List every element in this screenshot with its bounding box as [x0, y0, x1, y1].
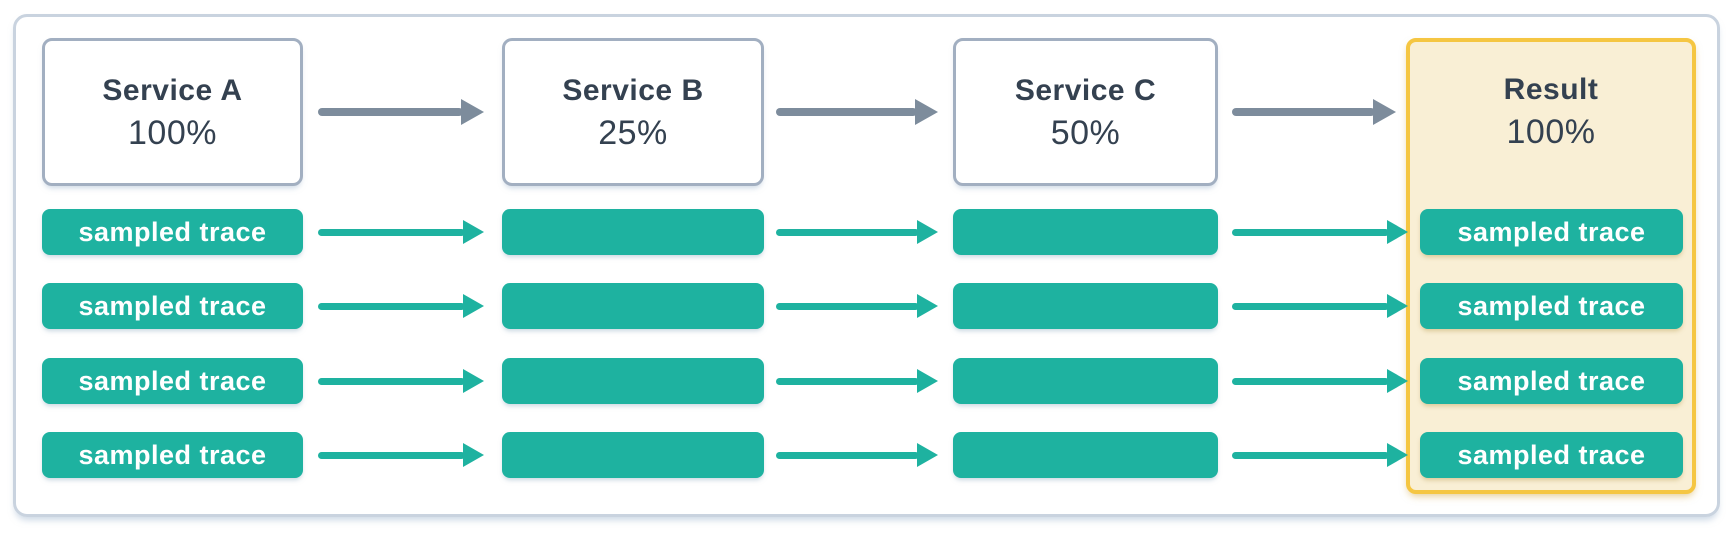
- arrow-head-icon: [463, 369, 484, 393]
- arrow-shaft: [318, 228, 465, 236]
- arrow-shaft: [318, 108, 463, 116]
- trace-bar-b-1: [502, 209, 764, 255]
- service-a-box: Service A 100%: [42, 38, 303, 186]
- trace-bar-a-4: sampled trace: [42, 432, 303, 478]
- arrow-service-c-to-result: [1232, 98, 1396, 126]
- diagram-container: [13, 14, 1720, 517]
- service-b-box: Service B 25%: [502, 38, 764, 186]
- result-box: Result 100%: [1406, 38, 1696, 494]
- trace-bar-result-3: sampled trace: [1420, 358, 1683, 404]
- trace-bar-c-3: [953, 358, 1218, 404]
- arrow-head-icon: [463, 294, 484, 318]
- service-c-box: Service C 50%: [953, 38, 1218, 186]
- arrow-head-icon: [461, 99, 484, 125]
- arrow-shaft: [776, 451, 919, 459]
- arrow-trace-3-b-to-c: [776, 368, 938, 394]
- arrow-head-icon: [917, 443, 938, 467]
- arrow-shaft: [1232, 228, 1389, 236]
- arrow-head-icon: [1387, 220, 1408, 244]
- arrow-head-icon: [1387, 443, 1408, 467]
- arrow-trace-1-a-to-b: [318, 219, 484, 245]
- arrow-head-icon: [915, 99, 938, 125]
- arrow-shaft: [776, 108, 917, 116]
- arrow-shaft: [318, 377, 465, 385]
- arrow-trace-4-c-to-result: [1232, 442, 1408, 468]
- trace-bar-a-3: sampled trace: [42, 358, 303, 404]
- arrow-trace-1-c-to-result: [1232, 219, 1408, 245]
- service-c-title: Service C: [1014, 74, 1157, 107]
- arrow-head-icon: [917, 369, 938, 393]
- trace-bar-c-2: [953, 283, 1218, 329]
- arrow-trace-3-a-to-b: [318, 368, 484, 394]
- trace-bar-b-4: [502, 432, 764, 478]
- trace-bar-c-1: [953, 209, 1218, 255]
- arrow-trace-2-a-to-b: [318, 293, 484, 319]
- arrow-shaft: [776, 228, 919, 236]
- arrow-head-icon: [917, 220, 938, 244]
- arrow-shaft: [1232, 377, 1389, 385]
- result-title: Result: [1503, 73, 1599, 106]
- trace-bar-b-2: [502, 283, 764, 329]
- service-b-title: Service B: [562, 74, 704, 107]
- arrow-head-icon: [917, 294, 938, 318]
- arrow-head-icon: [463, 443, 484, 467]
- trace-bar-result-1: sampled trace: [1420, 209, 1683, 255]
- arrow-shaft: [1232, 302, 1389, 310]
- trace-bar-b-3: [502, 358, 764, 404]
- service-b-percentage: 25%: [598, 114, 668, 152]
- arrow-trace-2-b-to-c: [776, 293, 938, 319]
- arrow-head-icon: [463, 220, 484, 244]
- arrow-service-b-to-c: [776, 98, 938, 126]
- trace-bar-result-2: sampled trace: [1420, 283, 1683, 329]
- result-percentage: 100%: [1506, 113, 1596, 151]
- arrow-service-a-to-b: [318, 98, 484, 126]
- service-c-percentage: 50%: [1050, 114, 1121, 152]
- arrow-head-icon: [1387, 294, 1408, 318]
- arrow-trace-3-c-to-result: [1232, 368, 1408, 394]
- service-a-percentage: 100%: [128, 114, 217, 152]
- trace-bar-result-4: sampled trace: [1420, 432, 1683, 478]
- arrow-head-icon: [1387, 369, 1408, 393]
- arrow-trace-4-a-to-b: [318, 442, 484, 468]
- arrow-shaft: [776, 302, 919, 310]
- trace-bar-a-2: sampled trace: [42, 283, 303, 329]
- arrow-trace-2-c-to-result: [1232, 293, 1408, 319]
- arrow-trace-1-b-to-c: [776, 219, 938, 245]
- arrow-shaft: [318, 451, 465, 459]
- arrow-trace-4-b-to-c: [776, 442, 938, 468]
- service-a-title: Service A: [102, 74, 243, 107]
- arrow-shaft: [318, 302, 465, 310]
- trace-bar-a-1: sampled trace: [42, 209, 303, 255]
- arrow-shaft: [1232, 451, 1389, 459]
- arrow-shaft: [776, 377, 919, 385]
- arrow-head-icon: [1373, 99, 1396, 125]
- trace-bar-c-4: [953, 432, 1218, 478]
- arrow-shaft: [1232, 108, 1375, 116]
